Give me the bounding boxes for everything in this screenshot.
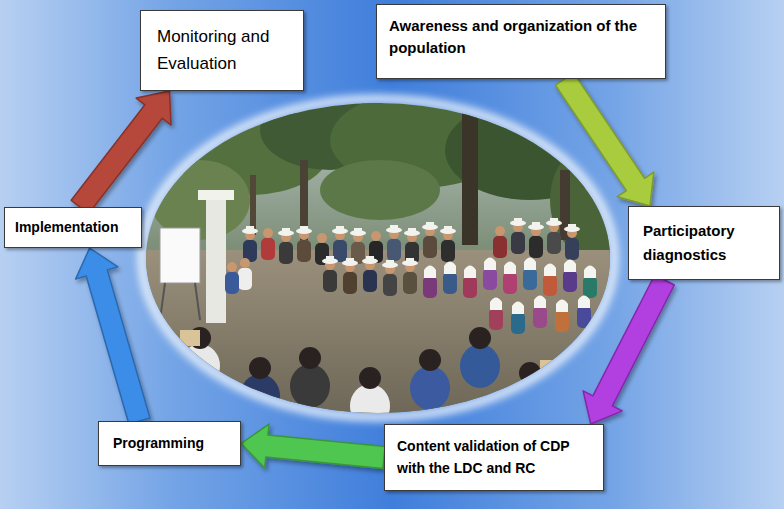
block-arrow — [583, 275, 674, 424]
seated-people — [180, 327, 562, 428]
crowd — [225, 218, 597, 334]
process-box: Awareness and organization of the popula… — [376, 4, 666, 79]
box-label: Implementation — [15, 218, 131, 236]
stone-column — [198, 190, 234, 323]
process-box: Implementation — [4, 207, 142, 248]
box-label: Programming — [113, 434, 226, 452]
process-box: Programming — [98, 421, 241, 466]
flipchart — [160, 228, 200, 320]
process-box: Participatory diagnostics — [628, 206, 780, 280]
photo-content — [140, 90, 650, 428]
box-label: Content validation of CDP with the LDC a… — [397, 435, 591, 480]
box-label: Monitoring and Evaluation — [157, 23, 287, 77]
box-label: Participatory diagnostics — [643, 219, 765, 267]
block-arrow — [241, 424, 385, 468]
box-label: Awareness and organization of the popula… — [389, 15, 653, 59]
block-arrow — [71, 91, 171, 214]
block-arrow — [555, 73, 653, 206]
process-box: Content validation of CDP with the LDC a… — [384, 424, 604, 491]
process-box: Monitoring and Evaluation — [140, 10, 304, 91]
block-arrow — [76, 248, 150, 424]
